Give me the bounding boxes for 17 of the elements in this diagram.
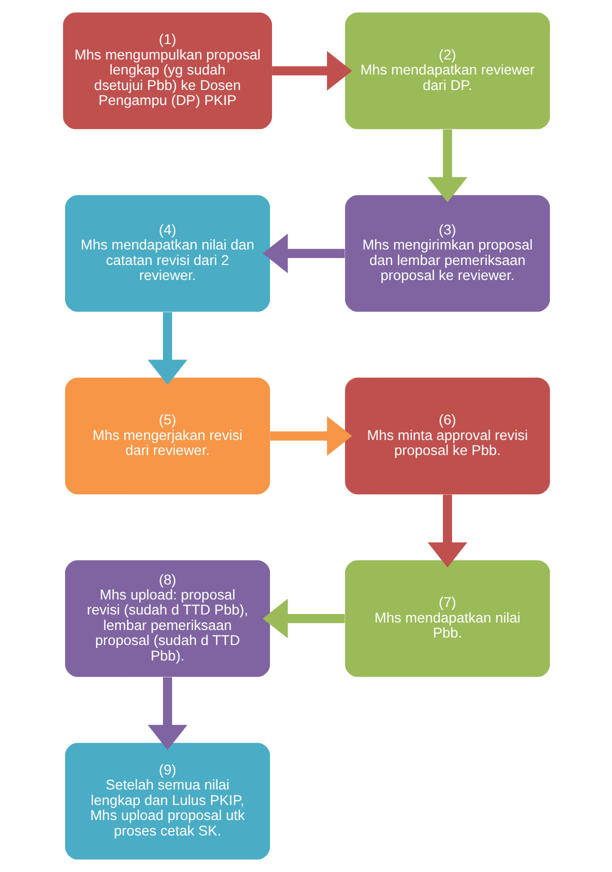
node-box: (3) Mhs mengirimkan proposal dan lembar pemeriksaan proposal ke reviewer. — [344, 195, 550, 312]
node-box: (1) Mhs mengumpulkan proposal lengkap (yg sudah dsetujui Pbb) ke Dosen Pengampu (DP) PKIP — [62, 12, 272, 130]
node-box: (2) Mhs mendapatkan reviewer dari DP. — [344, 12, 550, 130]
node-box: (5) Mhs mengerjakan revisi dari reviewer. — [64, 378, 270, 494]
node-box: (8) Mhs upload: proposal revisi (sudah d TTD Pbb), lembar pemeriksaan proposal (sudah d TTD Pbb). — [64, 560, 270, 677]
arrow — [147, 312, 187, 385]
arrow — [272, 51, 352, 91]
node-box: (4) Mhs mendapatkan nilai dan catatan revisi dari 2 reviewer. — [64, 195, 270, 312]
arrow — [427, 494, 467, 568]
arrow — [147, 677, 187, 750]
node-box: (9) Setelah semua nilai lengkap dan Lulus PKIP, Mhs upload proposal utk proses cetak SK. — [64, 742, 270, 860]
node-box: (6) Mhs minta approval revisi proposal ke Pbb. — [344, 378, 550, 494]
arrow — [262, 234, 344, 274]
arrow — [262, 598, 344, 638]
arrow — [427, 130, 467, 202]
arrow — [270, 416, 352, 456]
node-box: (7) Mhs mendapatkan nilai Pbb. — [344, 560, 550, 677]
